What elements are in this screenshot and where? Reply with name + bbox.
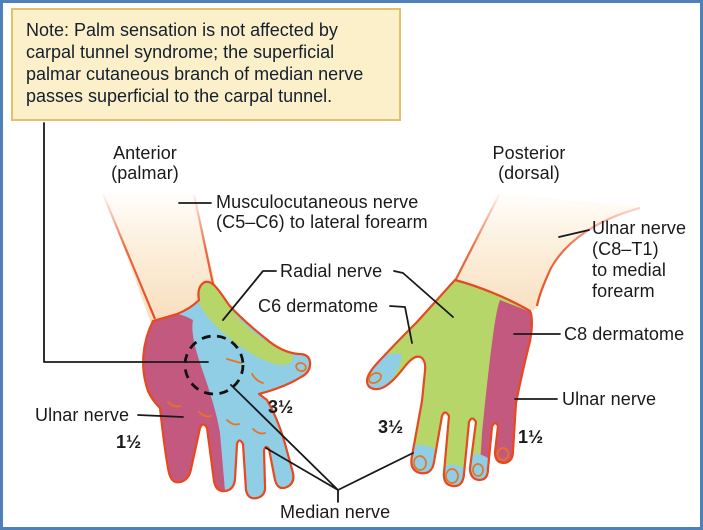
note-box: Note: Palm sensation is not affected by … [11,8,401,121]
label-ulnar-nerve-c8-t1: Ulnar nerve (C8–T1) to medial forearm [592,218,687,301]
ulnar-left-pointer [137,414,184,418]
label-ulnar-nerve-left: Ulnar nerve [35,405,130,425]
label-c8-dermatome: C8 dermatome [564,324,685,344]
right-thumb-median-tip [367,353,402,389]
view-label-anterior: Anterior (palmar) [111,143,179,183]
right-forearm-edge-right [535,206,641,307]
label-musculocutaneous-nerve: Musculocutaneous nerve (C5–C6) to latera… [216,192,428,232]
ulnar-c8t1-pointer [558,229,590,238]
right-thumb-nail [368,372,382,384]
left-forearm [103,192,221,323]
right-forearm-edge-left [454,194,500,282]
right-forearm [455,193,641,311]
left-forearm-edge-left [101,193,157,320]
left-palm-creases [167,358,266,435]
left-thumb-nail [295,362,307,372]
digit-count-ulnar-right: 1½ [518,427,544,447]
radial-pointer-right [393,270,454,318]
dashed-circle-palm [183,334,245,396]
right-ring-nail [472,463,484,477]
radial-pointer-left [222,270,277,321]
right-pinky-nail [496,447,510,461]
note-connector-line [43,122,209,363]
digit-count-median-left: 3½ [268,397,294,417]
right-hand-outline [365,278,533,488]
left-hand-ulnar-region [143,313,225,492]
label-c6-dermatome: C6 dermatome [258,296,379,316]
label-ulnar-nerve-right: Ulnar nerve [562,389,657,409]
median-pointer-lines [230,384,414,503]
hands-artwork [43,122,641,503]
view-label-posterior: Posterior (dorsal) [492,143,566,183]
c6-pointer [389,305,413,344]
right-index-nail [413,455,427,471]
label-radial-nerve: Radial nerve [280,261,383,281]
label-median-nerve: Median nerve [280,502,391,522]
digit-count-ulnar-left: 1½ [116,432,142,452]
right-hand-ulnar-region [479,300,532,480]
left-hand-radial-region [197,281,294,365]
right-middle-nail [445,468,459,484]
digit-count-radial-right: 3½ [378,417,404,437]
